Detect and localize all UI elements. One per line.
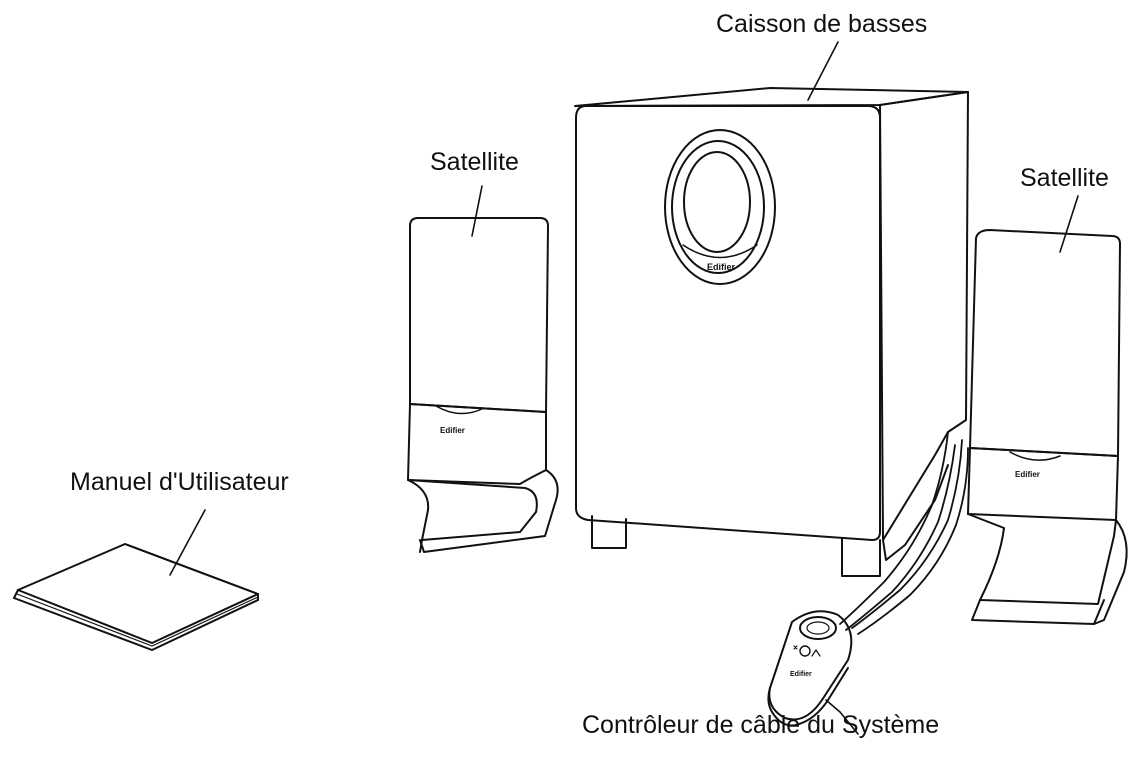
subwoofer: Edifier <box>574 87 969 577</box>
subwoofer-port-inner <box>683 151 751 253</box>
satellite-left-grille <box>407 403 547 485</box>
label-satellite-left: Satellite <box>430 148 519 176</box>
controller-cables <box>839 431 969 635</box>
controller-body <box>768 610 853 721</box>
user-manual <box>13 543 259 651</box>
headphone-jack-icon <box>799 645 811 657</box>
label-manual: Manuel d'Utilisateur <box>70 468 289 496</box>
satellite-right: Edifier <box>967 229 1128 625</box>
subwoofer-side <box>879 91 969 541</box>
leader-satellite-right <box>1059 195 1079 253</box>
label-satellite-right: Satellite <box>1020 164 1109 192</box>
subwoofer-brand: Edifier <box>707 262 736 272</box>
satellite-left-panel <box>409 217 549 413</box>
controller-bottom <box>767 667 849 727</box>
satellite-left-brand: Edifier <box>440 426 465 435</box>
leader-controller <box>825 699 859 735</box>
leader-manual <box>169 509 206 576</box>
label-controller: Contrôleur de câble du Système <box>582 711 940 739</box>
leader-satellite-left <box>471 185 483 237</box>
leader-subwoofer <box>807 41 839 101</box>
label-subwoofer: Caisson de basses <box>716 10 928 38</box>
subwoofer-foot-right <box>841 537 881 577</box>
volume-knob-icon <box>799 616 837 640</box>
manual-top-page <box>17 543 259 644</box>
satellite-left-base <box>419 469 559 553</box>
subwoofer-foot-left <box>591 515 627 549</box>
satellite-right-grille <box>967 447 1119 521</box>
subwoofer-port-mid <box>671 140 765 274</box>
controller-brand: Edifier <box>790 671 812 678</box>
leader-lines <box>169 41 1079 735</box>
satellite-left-stand <box>407 479 538 541</box>
satellite-right-stand <box>967 513 1117 605</box>
satellite-left: Edifier <box>407 217 559 553</box>
satellite-right-panel <box>969 229 1121 457</box>
subwoofer-top <box>574 87 969 107</box>
cable-controller: Edifier <box>767 610 853 727</box>
satellite-right-base <box>971 599 1105 625</box>
subwoofer-port-outer <box>664 129 776 285</box>
subwoofer-front <box>575 105 881 541</box>
satellite-right-brand: Edifier <box>1015 470 1040 479</box>
